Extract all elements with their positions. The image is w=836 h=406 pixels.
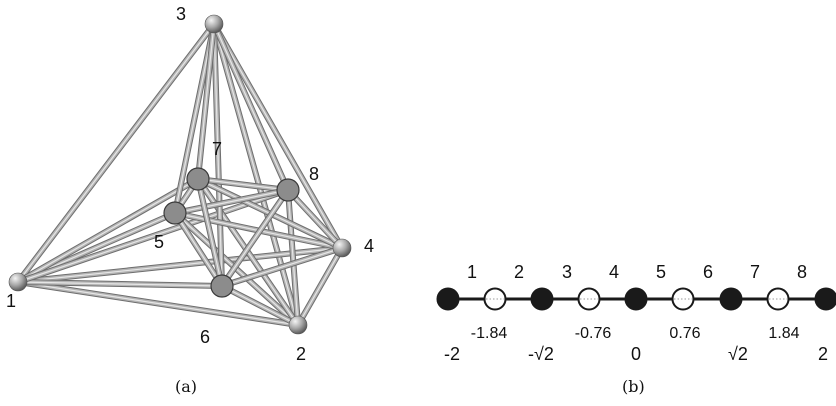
node-label-1: 1: [467, 262, 477, 282]
path-node-6: [671, 287, 695, 311]
node-label-7: 7: [750, 262, 760, 282]
rod-1-7: [15, 176, 201, 285]
value-label-0: 0: [631, 344, 641, 364]
value-label-sqrt2: √2: [728, 344, 748, 364]
rod-3-5: [172, 21, 217, 216]
rod-6-8: [219, 187, 291, 289]
path-node-8: [766, 287, 790, 311]
path-node-1: [436, 287, 460, 311]
node-label-8: 8: [797, 262, 807, 282]
corner-sphere-1: [8, 272, 28, 292]
tetrahedron-graph: 1 2 3 4 5 6 7 8 (a): [6, 4, 374, 396]
path-node-3: [530, 287, 554, 311]
node-label-5: 5: [656, 262, 666, 282]
path-node-5: [624, 287, 648, 311]
rod-4-8: [285, 187, 345, 251]
vertex-labels-a: 1 2 3 4 5 6 7 8: [6, 4, 374, 364]
inner-vertex-5: [163, 201, 187, 225]
vertex-label-2: 2: [296, 344, 306, 364]
rod-2-8: [285, 187, 301, 328]
vertex-label-8: 8: [309, 164, 319, 184]
value-label-negsqrt2: -√2: [528, 344, 554, 364]
rod-1-4: [15, 245, 345, 285]
node-label-2: 2: [514, 262, 524, 282]
node-labels-b: 1 2 3 4 5 6 7 8: [467, 262, 807, 282]
value-label-neg076: -0.76: [575, 325, 612, 342]
inner-vertex-6: [210, 274, 234, 298]
value-label-2: 2: [818, 344, 828, 364]
rod-3-4: [211, 21, 345, 251]
corner-sphere-4: [332, 238, 352, 258]
rod-edges: [15, 21, 345, 328]
rod-3-8: [211, 21, 291, 193]
rod-2-3: [211, 21, 301, 328]
vertex-label-1: 1: [6, 291, 16, 311]
path-node-4: [577, 287, 601, 311]
rod-5-6: [172, 210, 225, 289]
caption-b: (b): [622, 377, 645, 396]
value-label-neg2: -2: [444, 344, 460, 364]
corner-spheres: [8, 14, 352, 335]
rod-1-3: [15, 21, 217, 285]
node-label-6: 6: [703, 262, 713, 282]
path-node-7: [719, 287, 743, 311]
rod-2-6: [219, 283, 301, 328]
value-labels-b: -2 -1.84 -√2 -0.76 0 0.76 √2 1.84 2: [444, 325, 828, 364]
node-label-3: 3: [562, 262, 572, 282]
vertex-label-7: 7: [212, 139, 222, 159]
rod-1-2: [15, 279, 301, 328]
value-label-184: 1.84: [768, 325, 799, 342]
rod-6-7: [195, 176, 225, 289]
rod-3-7: [195, 21, 217, 182]
rod-4-6: [219, 245, 345, 289]
path-node-2: [483, 287, 507, 311]
path-graph: 1 2 3 4 5 6 7 8 -2 -1.84 -√2 -0.76 0 0.7…: [436, 262, 836, 396]
inner-vertices: [163, 167, 300, 298]
value-label-neg184: -1.84: [471, 325, 508, 342]
corner-sphere-3: [204, 14, 224, 34]
rod-1-8: [15, 187, 291, 285]
corner-sphere-2: [288, 315, 308, 335]
node-label-4: 4: [609, 262, 619, 282]
vertex-label-4: 4: [364, 236, 374, 256]
vertex-label-3: 3: [176, 4, 186, 24]
inner-vertex-8: [276, 178, 300, 202]
rod-5-8: [172, 187, 291, 216]
inner-vertex-7: [186, 167, 210, 191]
rod-1-6: [15, 279, 225, 289]
vertex-label-5: 5: [154, 232, 164, 252]
path-nodes: [436, 287, 836, 311]
caption-a: (a): [175, 377, 197, 396]
path-node-9: [814, 287, 836, 311]
value-label-076: 0.76: [669, 325, 700, 342]
rod-2-4: [295, 245, 345, 328]
rod-7-8: [195, 176, 291, 193]
rod-3-6: [211, 21, 225, 289]
vertex-label-6: 6: [200, 327, 210, 347]
